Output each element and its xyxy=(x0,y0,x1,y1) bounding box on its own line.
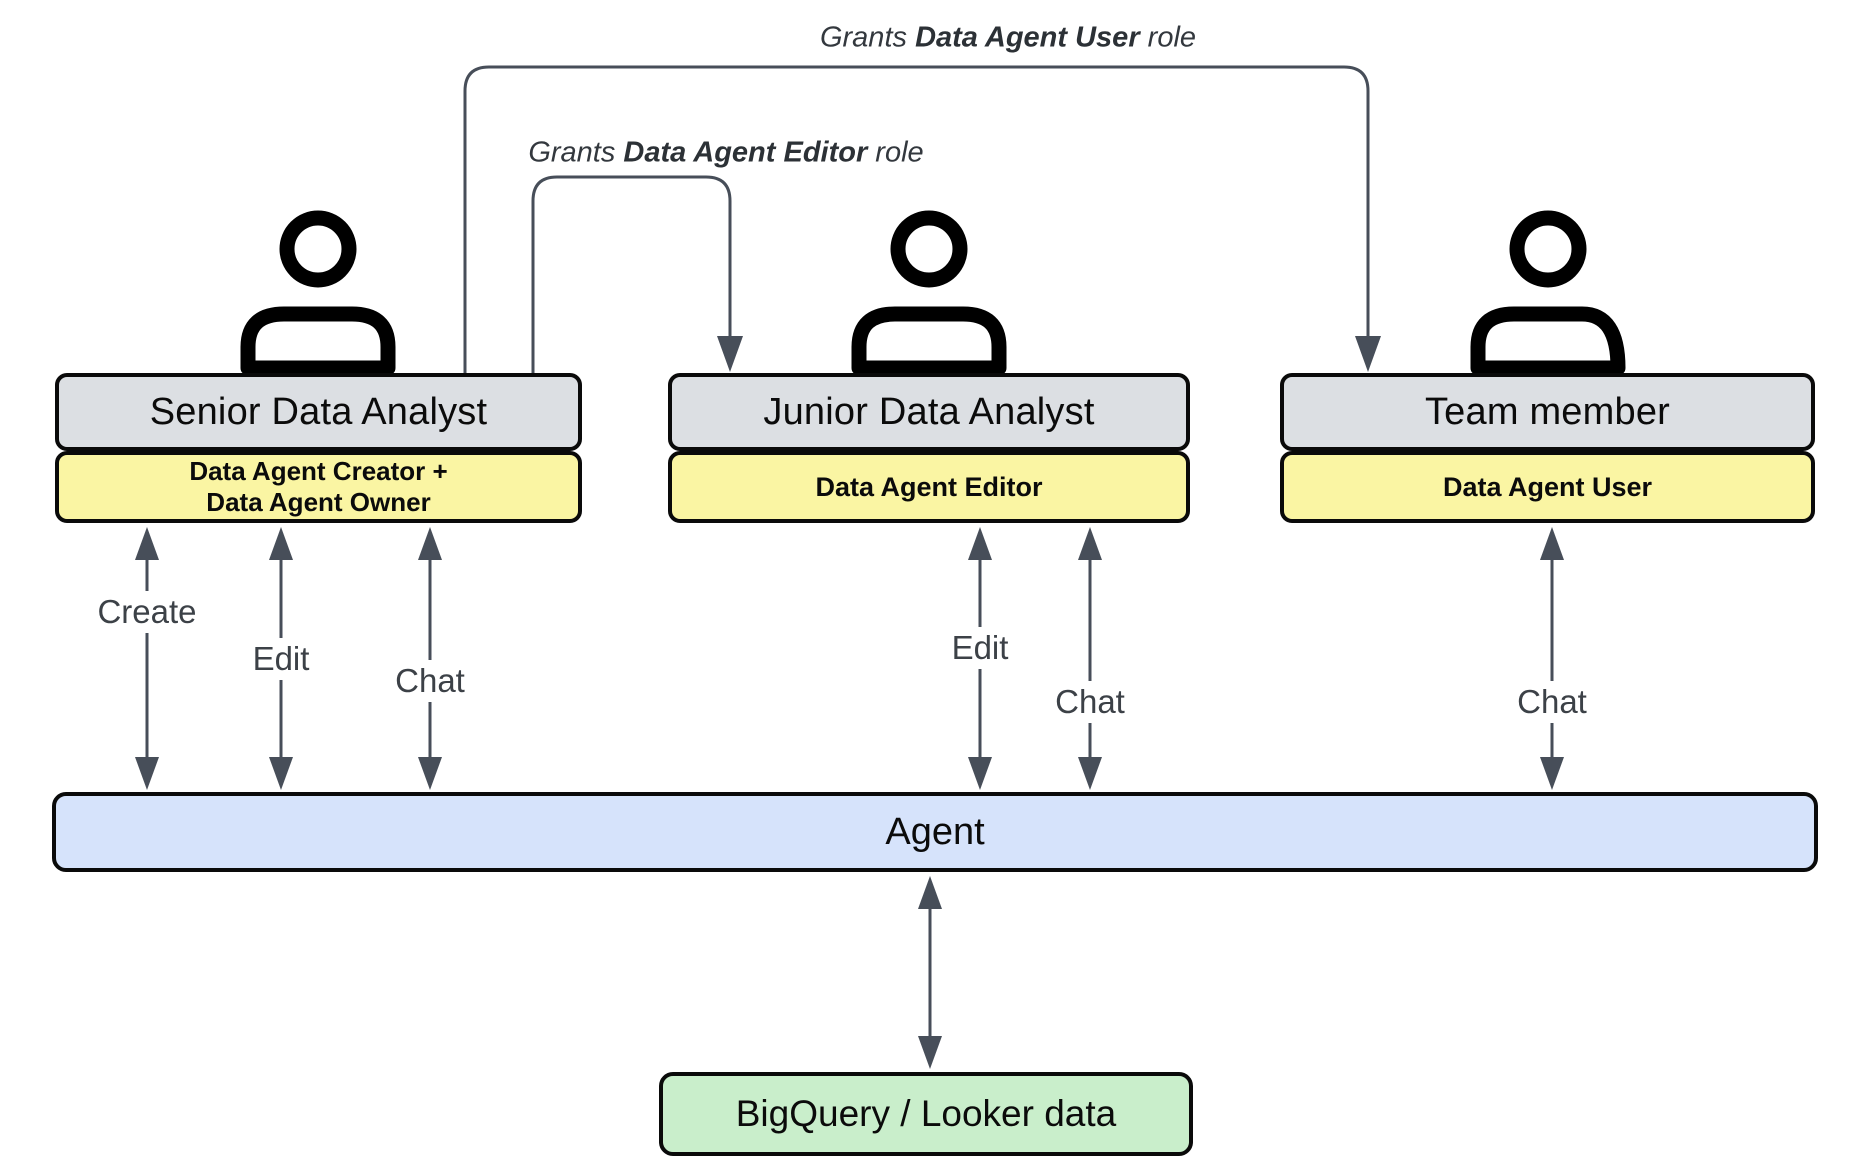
actor-title-team: Team member xyxy=(1280,373,1815,451)
grant-user-suffix: role xyxy=(1139,21,1197,54)
grant-user-label: Grants Data Agent User role xyxy=(813,21,1203,55)
person-icon xyxy=(1470,210,1626,376)
actor-role-junior: Data Agent Editor xyxy=(668,451,1190,523)
create-label: Create xyxy=(90,591,204,633)
grant-editor-suffix: role xyxy=(867,136,924,169)
chat-arrow-team xyxy=(1540,527,1564,790)
chat-label-team: Chat xyxy=(1510,681,1594,723)
person-icon xyxy=(851,210,1007,376)
datastore-box: BigQuery / Looker data xyxy=(659,1072,1193,1156)
chat-label-senior: Chat xyxy=(388,660,472,702)
chat-label-junior: Chat xyxy=(1048,681,1132,723)
agent-bar: Agent xyxy=(52,792,1818,872)
create-arrow xyxy=(135,527,159,790)
grant-user-arrow xyxy=(463,65,1381,373)
actor-title-junior: Junior Data Analyst xyxy=(668,373,1190,451)
chat-arrow-senior xyxy=(418,527,442,790)
grant-editor-arrow xyxy=(531,175,743,373)
agent-data-arrow xyxy=(918,876,942,1069)
grant-editor-prefix: Grants xyxy=(528,136,624,169)
grant-editor-role: Data Agent Editor xyxy=(623,136,868,169)
edit-label-junior: Edit xyxy=(944,627,1016,669)
actor-role-senior: Data Agent Creator + Data Agent Owner xyxy=(55,451,582,523)
actor-role-team: Data Agent User xyxy=(1280,451,1815,523)
edit-label-senior: Edit xyxy=(245,638,317,680)
grant-user-role: Data Agent User xyxy=(915,21,1140,54)
person-icon xyxy=(240,210,396,376)
chat-arrow-junior xyxy=(1078,527,1102,790)
actor-title-senior: Senior Data Analyst xyxy=(55,373,582,451)
grant-user-prefix: Grants xyxy=(819,21,916,54)
grant-editor-label: Grants Data Agent Editor role xyxy=(522,136,930,170)
